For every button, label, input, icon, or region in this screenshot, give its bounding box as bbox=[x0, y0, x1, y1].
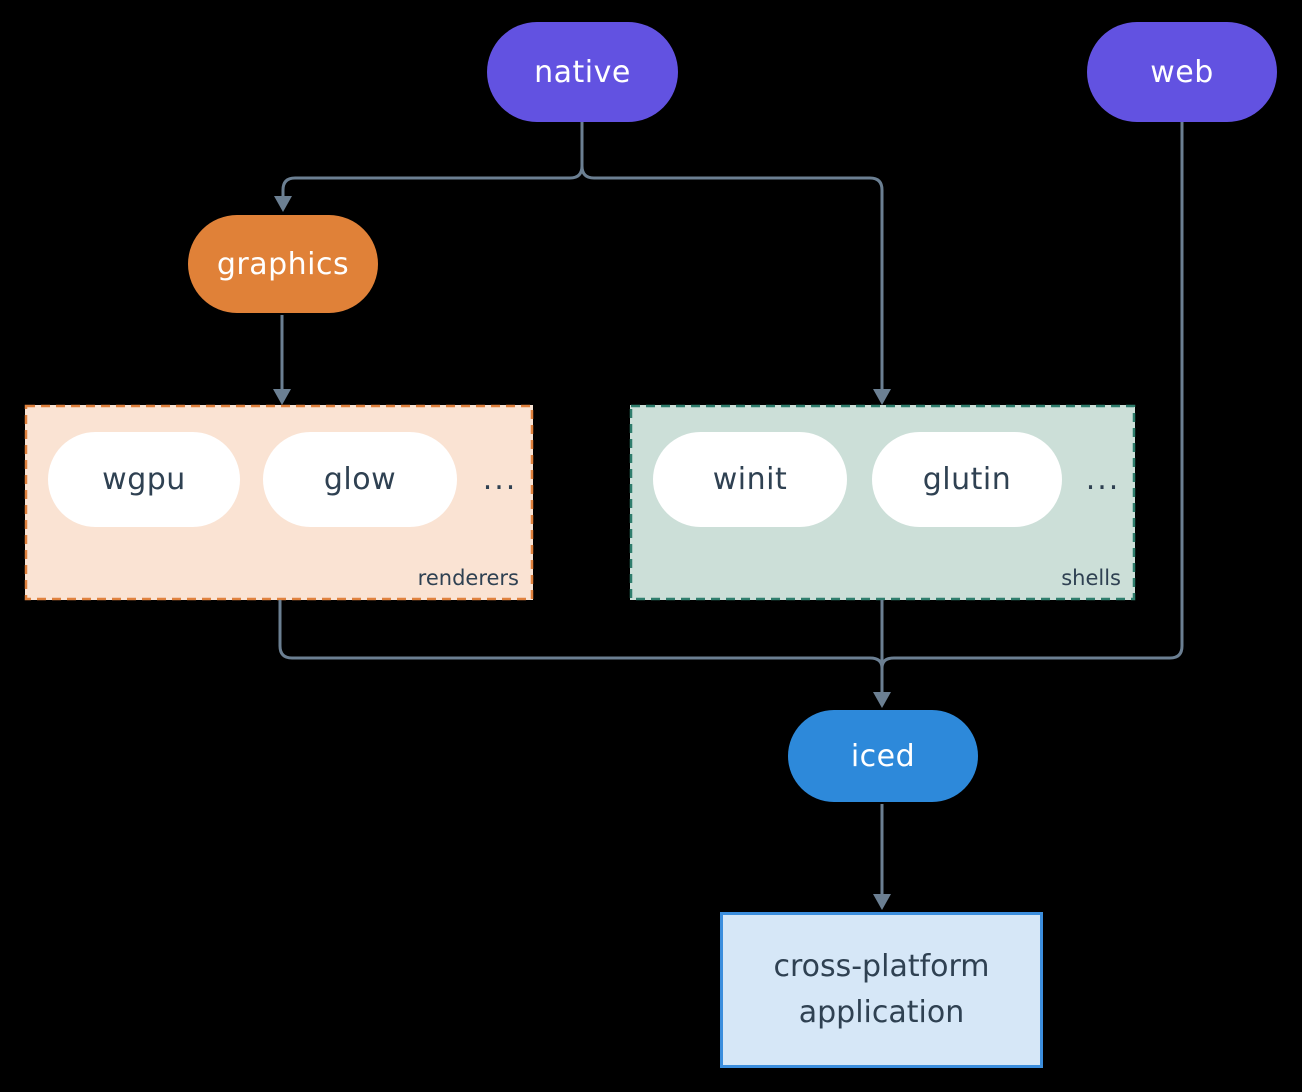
arrowhead-app bbox=[873, 894, 891, 910]
edge-renderers-iced bbox=[278, 600, 884, 669]
arrowhead-graphics bbox=[274, 196, 292, 212]
arrowhead-iced bbox=[873, 692, 891, 708]
ellipsis-shells: ... bbox=[1085, 462, 1121, 497]
node-glutin: glutin bbox=[872, 432, 1062, 527]
node-wgpu: wgpu bbox=[48, 432, 240, 527]
group-label-renderers: renderers bbox=[417, 566, 519, 590]
arrowhead-renderers bbox=[273, 389, 291, 405]
group-shells: winit glutin ... shells bbox=[630, 405, 1135, 600]
edge-native-graphics bbox=[281, 122, 584, 196]
node-web: web bbox=[1087, 22, 1277, 122]
node-glow: glow bbox=[263, 432, 457, 527]
app-label-line1: cross-platform bbox=[773, 948, 990, 984]
group-label-shells: shells bbox=[1061, 566, 1121, 590]
ellipsis-renderers: ... bbox=[482, 462, 518, 497]
app-label-line2: application bbox=[798, 995, 965, 1030]
group-renderers: wgpu glow ... renderers bbox=[25, 405, 533, 600]
edge-native-shells bbox=[580, 165, 884, 389]
arrowhead-shells bbox=[873, 389, 891, 405]
node-native: native bbox=[487, 22, 678, 122]
node-winit: winit bbox=[653, 432, 847, 527]
node-graphics: graphics bbox=[188, 215, 378, 313]
node-iced: iced bbox=[788, 710, 978, 802]
node-cross-platform-application: cross-platform application bbox=[720, 912, 1043, 1068]
